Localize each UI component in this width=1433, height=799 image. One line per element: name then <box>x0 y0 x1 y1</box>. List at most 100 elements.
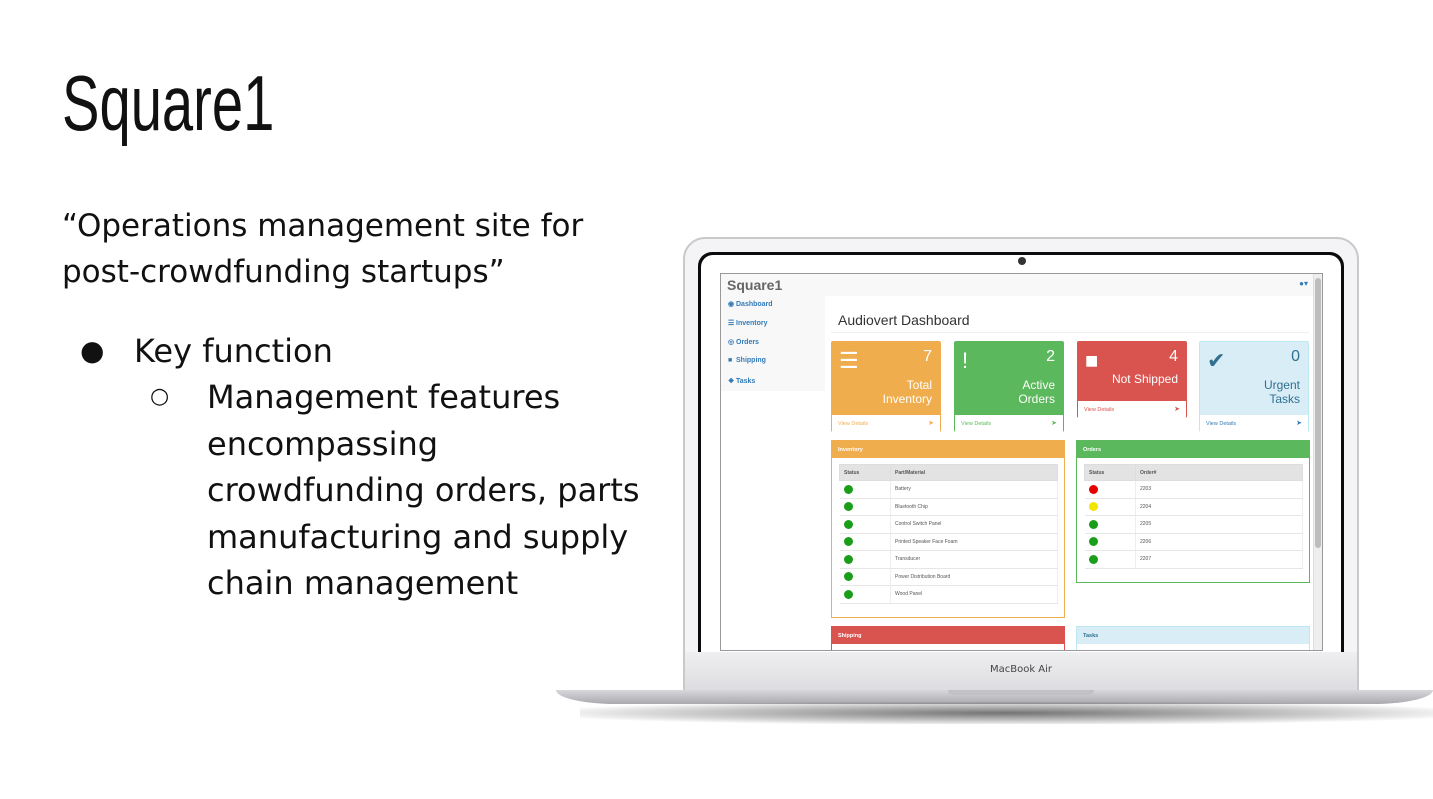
orders-panel-title: Orders <box>1083 447 1102 453</box>
urgent-tasks-icon: ✔ <box>1207 348 1226 373</box>
sidebar-item-tasks[interactable]: ❖Tasks <box>728 377 755 385</box>
row-value: Power Distribution Board <box>890 568 1058 586</box>
total-inventory-icon: ☰ <box>839 348 859 373</box>
row-value: Printed Speaker Face Foam <box>890 533 1058 551</box>
column-header: Part/Material <box>890 464 1058 481</box>
row-value: 2205 <box>1135 515 1303 534</box>
divider <box>831 332 1309 333</box>
bullet-dot-icon: ● <box>80 334 105 367</box>
bullet-circle-icon: ○ <box>150 384 170 409</box>
dashboard-icon: ◉ <box>728 301 735 308</box>
sidebar-item-label: Inventory <box>736 320 768 327</box>
status-indicator-icon <box>843 484 853 494</box>
table-row[interactable]: 2207 <box>1084 550 1303 569</box>
sidebar-item-label: Shipping <box>736 357 766 364</box>
arrow-circle-right-icon: ➤ <box>1174 406 1180 413</box>
table-row[interactable]: Printed Speaker Face Foam <box>839 533 1058 551</box>
laptop-shadow <box>580 702 1433 724</box>
status-indicator-icon <box>1088 519 1098 529</box>
arrow-circle-right-icon: ➤ <box>1051 420 1057 427</box>
status-indicator-icon <box>1088 537 1098 547</box>
row-value: 2207 <box>1135 550 1303 569</box>
view-details-link[interactable]: View Details➤ <box>955 415 1063 433</box>
truck-icon: ■ <box>728 357 733 364</box>
inventory-panel-title: Inventory <box>838 447 863 453</box>
arrow-circle-right-icon: ➤ <box>1296 420 1302 427</box>
status-indicator-icon <box>1088 554 1098 564</box>
card-count: 7 <box>923 348 932 365</box>
status-indicator-icon <box>843 537 853 547</box>
view-details-link[interactable]: View Details➤ <box>832 415 940 433</box>
sub-bullet-text: Management features encompassing crowdfu… <box>207 378 640 602</box>
row-value: 2204 <box>1135 498 1303 516</box>
status-indicator-icon <box>843 554 853 564</box>
sidebar-item-inventory[interactable]: ☰Inventory <box>728 319 768 327</box>
tasks-panel: Tasks <box>1076 626 1310 650</box>
tasks-icon: ❖ <box>728 378 735 385</box>
navbar: Square1 ●▾ <box>721 274 1316 297</box>
table-row[interactable]: 2203 <box>1084 480 1303 499</box>
table-row[interactable]: Battery <box>839 480 1058 499</box>
table-row[interactable]: Bluetooth Chip <box>839 498 1058 516</box>
laptop-base <box>556 690 1433 704</box>
bullet-text: Key function <box>134 332 333 370</box>
sidebar-item-shipping[interactable]: ■Shipping <box>728 357 766 364</box>
table-row[interactable]: Transducer <box>839 550 1058 569</box>
laptop-chin: MacBook Air <box>683 652 1359 692</box>
sidebar: ◉Dashboard ☰Inventory ◎Orders ■Shipping ❖Tas… <box>721 296 826 391</box>
row-value: Transducer <box>890 550 1058 569</box>
shipping-panel-title: Shipping <box>838 633 862 639</box>
sidebar-item-orders[interactable]: ◎Orders <box>728 338 759 346</box>
view-details-link[interactable]: View Details➤ <box>1200 415 1308 433</box>
table-row[interactable]: 2205 <box>1084 515 1303 534</box>
column-header: Order# <box>1135 464 1303 481</box>
scrollbar[interactable] <box>1313 274 1322 650</box>
status-indicator-icon <box>1088 484 1098 494</box>
arrow-circle-right-icon: ➤ <box>928 420 934 427</box>
table-row[interactable]: Control Switch Panel <box>839 515 1058 534</box>
column-header: Status <box>1084 464 1136 481</box>
column-header: Status <box>839 464 891 481</box>
user-menu-icon[interactable]: ●▾ <box>1299 279 1308 288</box>
inventory-icon: ☰ <box>728 320 735 327</box>
tasks-panel-title: Tasks <box>1083 633 1099 639</box>
card-count: 2 <box>1046 348 1055 365</box>
row-value: Bluetooth Chip <box>890 498 1058 516</box>
row-value: Wood Panel <box>890 585 1058 604</box>
table-row[interactable]: Wood Panel <box>839 585 1058 604</box>
page-title: Audiovert Dashboard <box>838 312 970 328</box>
table-row[interactable]: 2204 <box>1084 498 1303 516</box>
row-value: 2203 <box>1135 480 1303 499</box>
card-label: Not Shipped <box>1111 372 1178 386</box>
table-row[interactable]: 2206 <box>1084 533 1303 551</box>
app-screen: Square1 ●▾ ◉Dashboard☰Inventory◎Orders■S… <box>720 273 1323 651</box>
row-value: Battery <box>890 480 1058 499</box>
brand-logo[interactable]: Square1 <box>727 277 783 293</box>
row-value: Control Switch Panel <box>890 515 1058 534</box>
view-details-link[interactable]: View Details➤ <box>1078 401 1186 419</box>
status-indicator-icon <box>843 572 853 582</box>
slide-tagline: “Operations management site for post-cro… <box>62 208 584 290</box>
sidebar-item-label: Dashboard <box>736 301 773 308</box>
not-shipped-icon: ■ <box>1085 348 1099 373</box>
table-row[interactable]: Power Distribution Board <box>839 568 1058 586</box>
sidebar-item-label: Tasks <box>736 378 756 385</box>
camera-icon <box>1018 257 1026 265</box>
row-value: 2206 <box>1135 533 1303 551</box>
card-count: 4 <box>1169 348 1178 365</box>
sidebar-item-dashboard[interactable]: ◉Dashboard <box>728 300 773 308</box>
scroll-thumb[interactable] <box>1315 278 1321 548</box>
status-indicator-icon <box>843 519 853 529</box>
laptop-label: MacBook Air <box>989 664 1053 675</box>
